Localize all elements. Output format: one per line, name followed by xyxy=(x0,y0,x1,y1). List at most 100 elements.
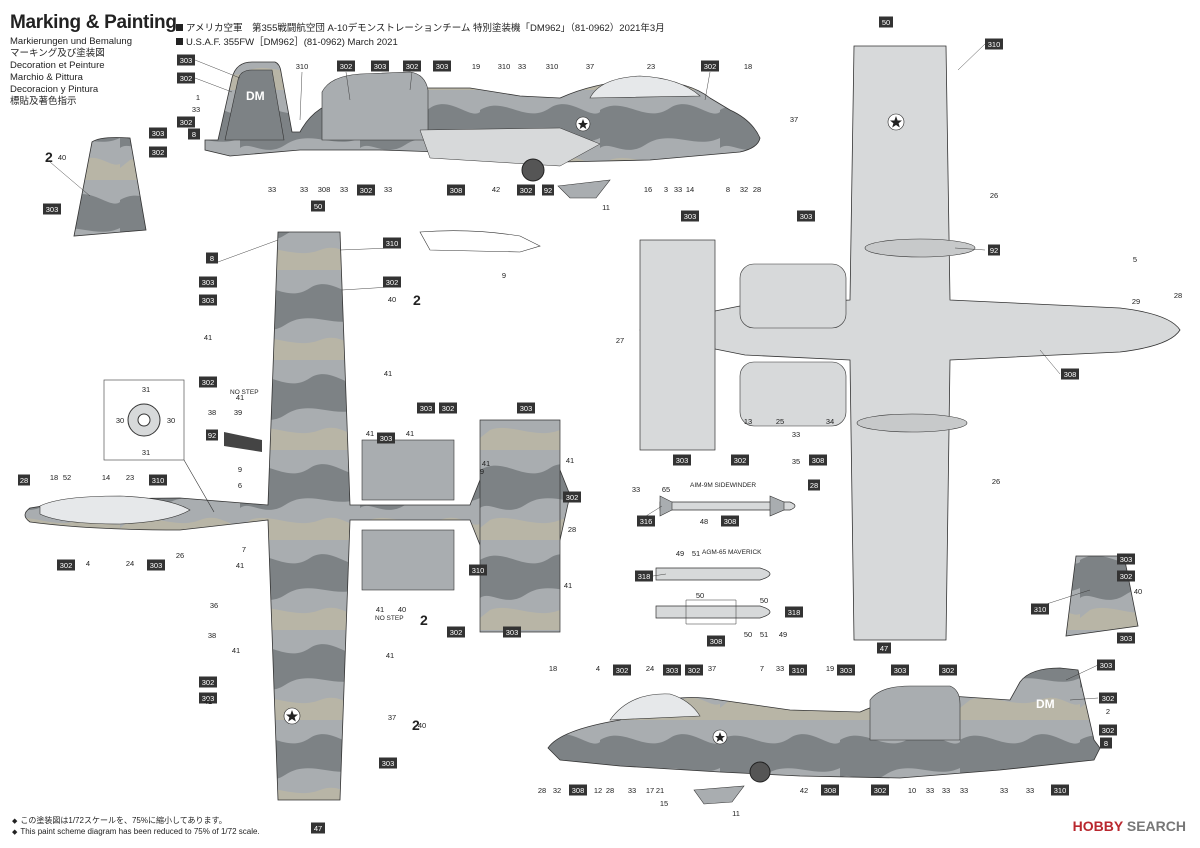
svg-text:310: 310 xyxy=(1054,786,1067,795)
svg-text:33: 33 xyxy=(384,185,392,194)
svg-text:21: 21 xyxy=(656,786,664,795)
svg-text:302: 302 xyxy=(874,786,887,795)
svg-text:302: 302 xyxy=(942,666,955,675)
svg-text:310: 310 xyxy=(988,40,1001,49)
tail-code-text: DM xyxy=(246,89,265,103)
svg-text:33: 33 xyxy=(926,786,934,795)
svg-text:41: 41 xyxy=(406,429,414,438)
svg-text:28: 28 xyxy=(1174,291,1182,300)
svg-text:47: 47 xyxy=(314,824,322,833)
svg-text:36: 36 xyxy=(210,601,218,610)
svg-text:42: 42 xyxy=(800,786,808,795)
svg-text:308: 308 xyxy=(824,786,837,795)
svg-text:308: 308 xyxy=(710,637,723,646)
svg-text:37: 37 xyxy=(388,713,396,722)
svg-text:310: 310 xyxy=(546,62,559,71)
svg-text:9: 9 xyxy=(502,271,506,280)
svg-text:28: 28 xyxy=(810,481,818,490)
detail-view-box xyxy=(103,379,215,513)
svg-text:8: 8 xyxy=(726,185,730,194)
leader-lines xyxy=(49,43,1099,701)
lang-de: Markierungen und Bemalung xyxy=(10,36,132,47)
sidewinder-label: AIM-9M SIDEWINDER xyxy=(690,482,756,489)
svg-text:318: 318 xyxy=(788,608,801,617)
svg-text:302: 302 xyxy=(734,456,747,465)
no-step-marks: NO STEP NO STEP xyxy=(230,389,404,622)
svg-text:303: 303 xyxy=(840,666,853,675)
no-step-label: NO STEP xyxy=(375,615,404,622)
svg-text:2: 2 xyxy=(1106,707,1110,716)
svg-text:33: 33 xyxy=(192,105,200,114)
svg-text:33: 33 xyxy=(776,664,784,673)
svg-text:302: 302 xyxy=(450,628,463,637)
svg-text:302: 302 xyxy=(180,74,193,83)
svg-text:40: 40 xyxy=(388,295,396,304)
footer-note-en: This paint scheme diagram has been reduc… xyxy=(20,827,260,836)
lang-it: Marchio & Pittura xyxy=(10,72,83,83)
lang-cn: 標貼及著色指示 xyxy=(10,96,77,107)
svg-text:310: 310 xyxy=(472,566,485,575)
svg-text:303: 303 xyxy=(202,694,215,703)
svg-text:11: 11 xyxy=(732,809,740,818)
fin-detail-left: 2 xyxy=(45,137,147,237)
svg-text:308: 308 xyxy=(450,186,463,195)
diamond-icon: ◆ xyxy=(12,829,18,836)
svg-text:302: 302 xyxy=(688,666,701,675)
svg-text:41: 41 xyxy=(482,459,490,468)
svg-text:23: 23 xyxy=(647,62,655,71)
svg-text:12: 12 xyxy=(594,786,602,795)
svg-text:32: 32 xyxy=(553,786,561,795)
svg-text:49: 49 xyxy=(676,549,684,558)
svg-text:302: 302 xyxy=(60,561,73,570)
svg-text:303: 303 xyxy=(1120,555,1133,564)
svg-text:32: 32 xyxy=(740,185,748,194)
svg-text:308: 308 xyxy=(318,185,331,194)
svg-text:302: 302 xyxy=(152,148,165,157)
svg-text:51: 51 xyxy=(760,630,768,639)
no-step-label: NO STEP xyxy=(230,389,259,396)
svg-text:302: 302 xyxy=(202,378,215,387)
page-title: Marking & Painting xyxy=(10,12,177,33)
svg-text:302: 302 xyxy=(442,404,455,413)
svg-text:30: 30 xyxy=(167,416,175,425)
svg-text:50: 50 xyxy=(882,18,890,27)
svg-text:33: 33 xyxy=(518,62,526,71)
svg-text:302: 302 xyxy=(360,186,373,195)
svg-text:50: 50 xyxy=(696,591,704,600)
svg-text:308: 308 xyxy=(724,517,737,526)
svg-text:10: 10 xyxy=(908,786,916,795)
svg-text:2: 2 xyxy=(45,149,53,165)
svg-text:302: 302 xyxy=(566,493,579,502)
logo-part-b: SEARCH xyxy=(1126,818,1186,834)
aircraft-info: アメリカ空軍 第355戦闘航空団 A-10デモンストレーションチーム 特別塗装機… xyxy=(176,22,665,50)
svg-text:41: 41 xyxy=(204,333,212,342)
svg-text:41: 41 xyxy=(232,646,240,655)
svg-text:40: 40 xyxy=(58,153,66,162)
svg-text:303: 303 xyxy=(180,56,193,65)
svg-text:11: 11 xyxy=(602,203,610,212)
side-view-right: DM xyxy=(547,667,1101,783)
maverick-label: AGM-65 MAVERICK xyxy=(702,549,762,556)
svg-text:41: 41 xyxy=(376,605,384,614)
svg-text:50: 50 xyxy=(744,630,752,639)
svg-text:14: 14 xyxy=(686,185,694,194)
svg-text:4: 4 xyxy=(596,664,600,673)
svg-text:302: 302 xyxy=(406,62,419,71)
lang-fr: Decoration et Peinture xyxy=(10,60,105,71)
svg-text:33: 33 xyxy=(942,786,950,795)
svg-text:37: 37 xyxy=(790,115,798,124)
svg-text:303: 303 xyxy=(150,561,163,570)
svg-text:9: 9 xyxy=(480,467,484,476)
lang-jp: マーキング及び塗装図 xyxy=(10,48,105,59)
svg-text:40: 40 xyxy=(418,721,426,730)
svg-text:8: 8 xyxy=(192,130,196,139)
svg-text:33: 33 xyxy=(628,786,636,795)
svg-text:8: 8 xyxy=(1104,739,1108,748)
svg-text:303: 303 xyxy=(506,628,519,637)
svg-text:17: 17 xyxy=(646,786,654,795)
svg-text:33: 33 xyxy=(1000,786,1008,795)
svg-text:35: 35 xyxy=(792,457,800,466)
svg-text:303: 303 xyxy=(46,205,59,214)
svg-text:9: 9 xyxy=(238,465,242,474)
